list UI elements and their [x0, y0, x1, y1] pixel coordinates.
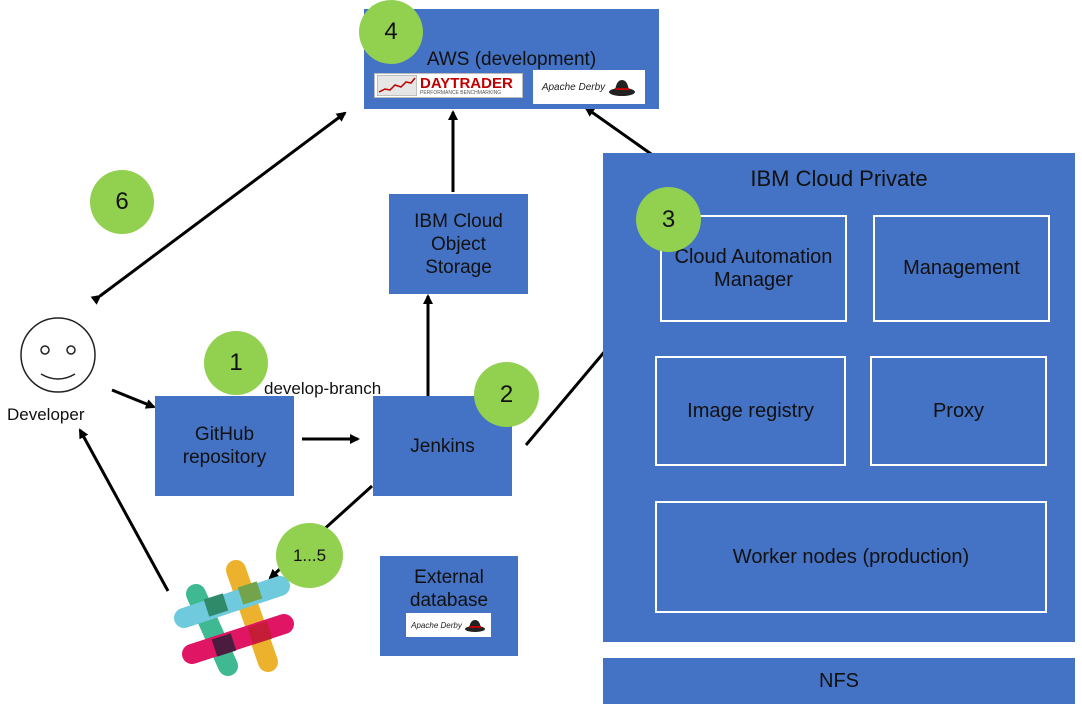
derby-logo-db: Apache Derby — [406, 613, 491, 637]
github-label: GitHub repository — [182, 424, 267, 468]
worker-nodes-box: Worker nodes (production) — [655, 501, 1047, 613]
daytrader-name: DAYTRADER — [420, 74, 513, 92]
arrow-developer-github — [111, 388, 156, 409]
cam-label: Cloud Automation Manager — [674, 245, 833, 291]
icp-title: IBM Cloud Private — [750, 166, 928, 191]
external-db-label: External database — [409, 567, 489, 611]
step-badge-2: 2 — [474, 362, 539, 427]
image-registry-label: Image registry — [687, 399, 814, 422]
daytrader-logo: DAYTRADER PERFORMANCE BENCHMARKING — [374, 73, 523, 98]
image-registry-box: Image registry — [655, 356, 846, 466]
derby-logo-aws: Apache Derby — [533, 70, 645, 104]
derby-hat-icon-db — [464, 619, 485, 632]
nfs-box: NFS — [603, 658, 1075, 704]
daytrader-chart-icon — [377, 75, 417, 96]
github-box: GitHub repository — [155, 396, 294, 496]
step-badge-4: 4 — [359, 0, 423, 64]
step-badge-3: 3 — [636, 187, 701, 252]
aws-title: AWS (development) — [426, 49, 597, 70]
proxy-box: Proxy — [870, 356, 1047, 466]
step-badge-6: 6 — [90, 170, 154, 234]
step-badge-1-5: 1...5 — [276, 523, 343, 588]
derby-logo-text: Apache Derby — [541, 81, 606, 93]
arrow-developer-aws — [90, 111, 347, 305]
object-storage-label: IBM Cloud Object Storage — [414, 210, 503, 278]
object-storage-box: IBM Cloud Object Storage — [389, 194, 528, 294]
arrow-slack-developer — [78, 428, 170, 592]
develop-branch-label: develop-branch — [264, 379, 382, 398]
management-label: Management — [903, 257, 1020, 279]
slack-logo-icon — [174, 560, 294, 676]
derby-logo-db-text: Apache Derby — [411, 620, 462, 630]
external-db-box: External database — [380, 556, 518, 656]
nfs-label: NFS — [819, 669, 859, 692]
step-badge-1: 1 — [204, 331, 268, 395]
developer-smiley-icon — [20, 317, 96, 393]
proxy-label: Proxy — [932, 399, 985, 422]
worker-nodes-label: Worker nodes (production) — [732, 545, 970, 568]
developer-label: Developer — [7, 405, 85, 424]
daytrader-tagline: PERFORMANCE BENCHMARKING — [420, 89, 502, 96]
derby-hat-icon — [609, 80, 636, 96]
jenkins-label: Jenkins — [410, 435, 475, 457]
management-box: Management — [873, 215, 1050, 322]
